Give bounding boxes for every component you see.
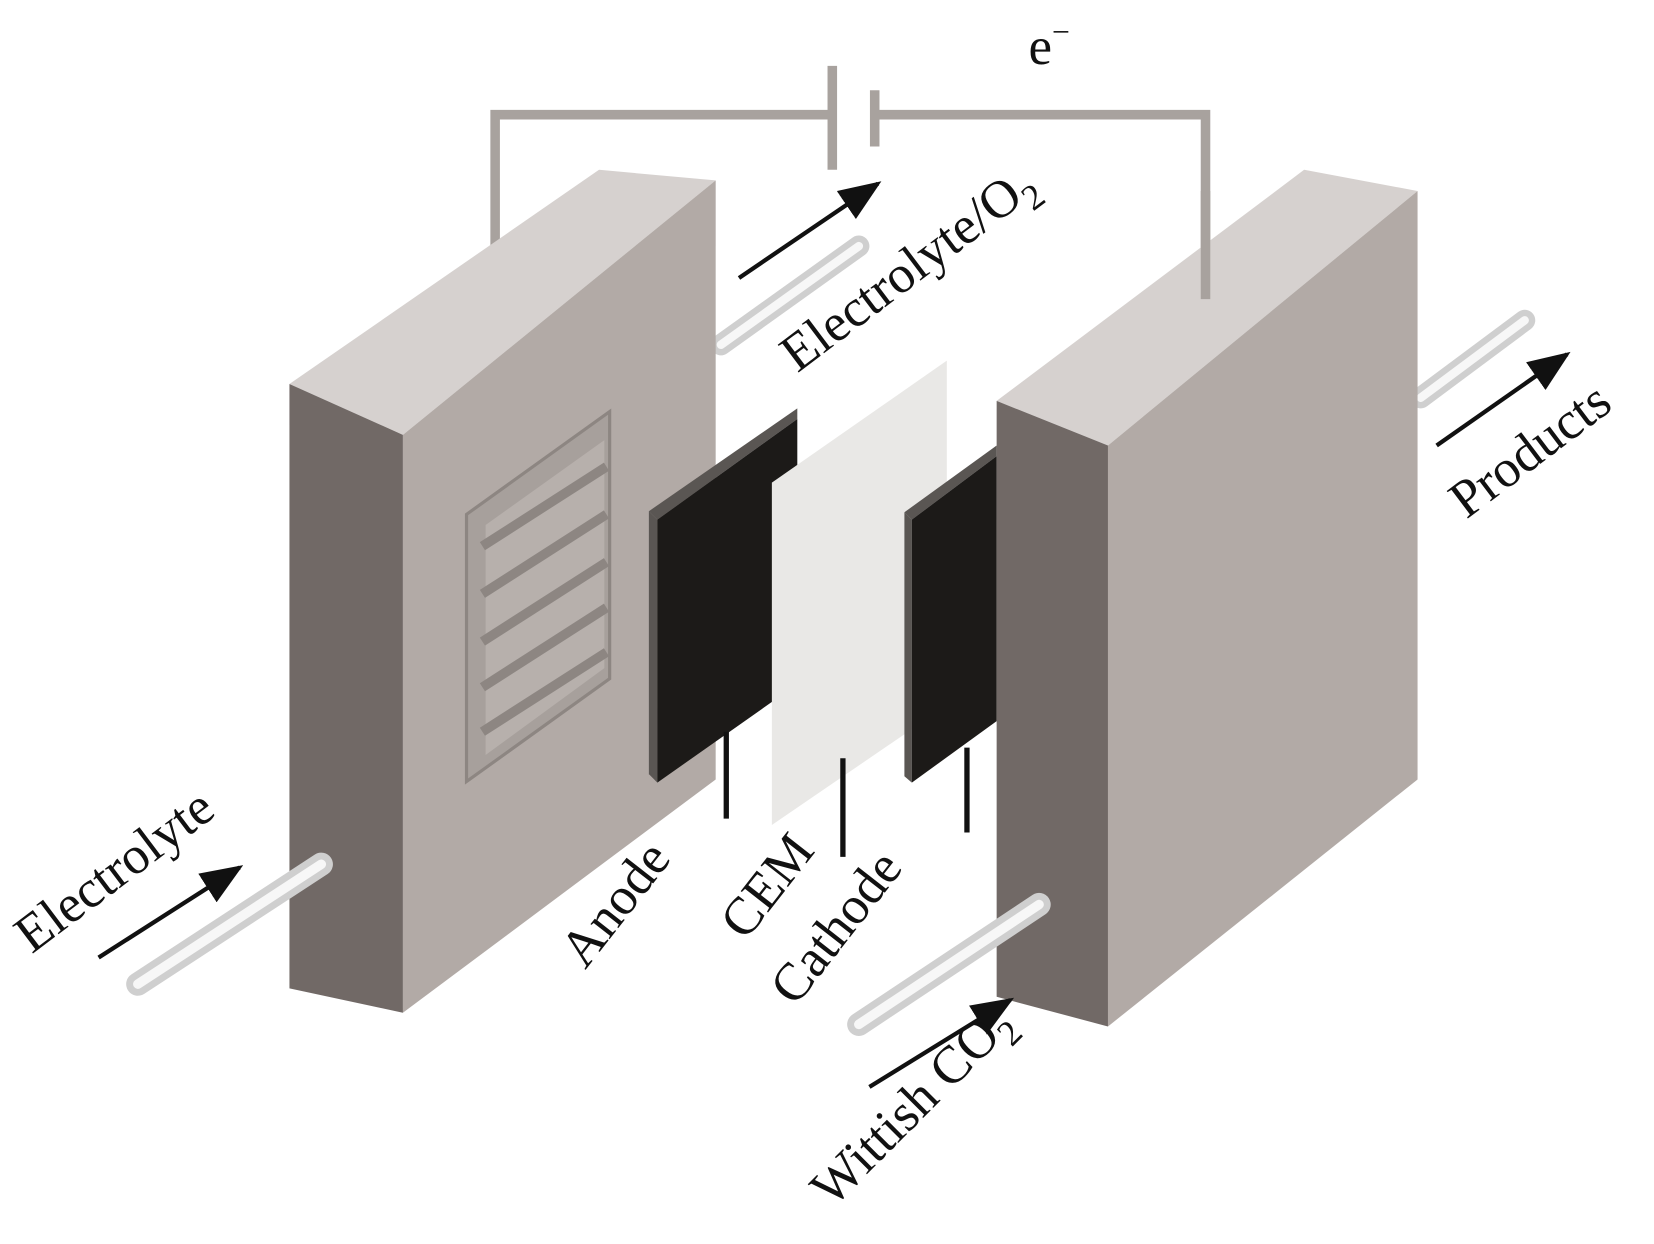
electron-label: e− <box>1028 15 1069 76</box>
electrolyte-in-arrow <box>97 865 244 960</box>
cathode-electrode <box>911 456 997 783</box>
flow-channel-grid <box>464 408 612 785</box>
co2-inlet-label: Wittish CO2 <box>800 993 1030 1223</box>
anode-flow-plate <box>289 169 716 1013</box>
products-arrow <box>1435 351 1571 448</box>
cathode-flow-plate <box>996 169 1418 1027</box>
cem-membrane <box>771 360 947 826</box>
anode-electrode <box>657 418 798 783</box>
electrolyte-out-arrow <box>737 181 882 280</box>
products-label: Products <box>1439 371 1622 529</box>
anode-edge <box>648 408 798 520</box>
co2-in-arrow <box>868 997 1015 1089</box>
